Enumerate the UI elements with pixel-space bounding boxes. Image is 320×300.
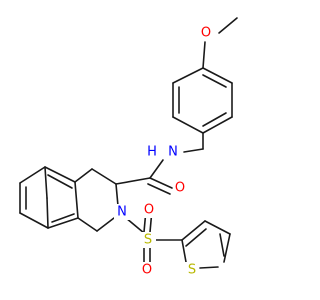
ring-n-label: N [117,205,127,220]
bond [183,148,204,153]
bond [202,41,206,69]
thiophene-s-label: S [188,263,196,278]
bond [149,159,164,179]
bond [115,177,151,185]
bond [96,217,115,232]
bond [147,183,171,195]
bond [218,17,238,34]
bond [181,239,187,263]
bond [44,166,48,199]
bond [199,266,219,269]
molecule-structure: O N H O N S O O S [19,17,238,278]
molecule-canvas: O N H O N S O O S [19,17,238,278]
bond [74,168,93,183]
bond [47,217,79,229]
sulfonyl-o-top-label: O [144,203,154,218]
bond [77,217,98,232]
bond [51,213,75,223]
bond [202,67,233,84]
bond [219,233,225,257]
bond [74,181,79,219]
bond [149,177,173,189]
sulfonyl-s-label: S [144,233,152,248]
bond [202,74,227,88]
bond [44,166,76,183]
sulfonyl-o-bottom-label: O [142,263,152,278]
bond [91,168,117,185]
bond [125,217,145,234]
bond [202,116,233,134]
bond [115,183,119,207]
bond [47,174,73,189]
amide-h-label: H [147,145,157,160]
bond [202,112,227,127]
bond [19,166,46,184]
bond [172,67,204,84]
bond [19,212,49,229]
methoxy-o-label: O [201,26,211,41]
bond [172,116,204,134]
carbonyl-o-label: O [175,181,185,196]
bond [181,220,206,241]
bond [185,228,207,247]
bond [46,197,49,229]
amide-n-label: N [168,145,178,160]
bond [223,233,231,263]
bond [204,220,231,235]
